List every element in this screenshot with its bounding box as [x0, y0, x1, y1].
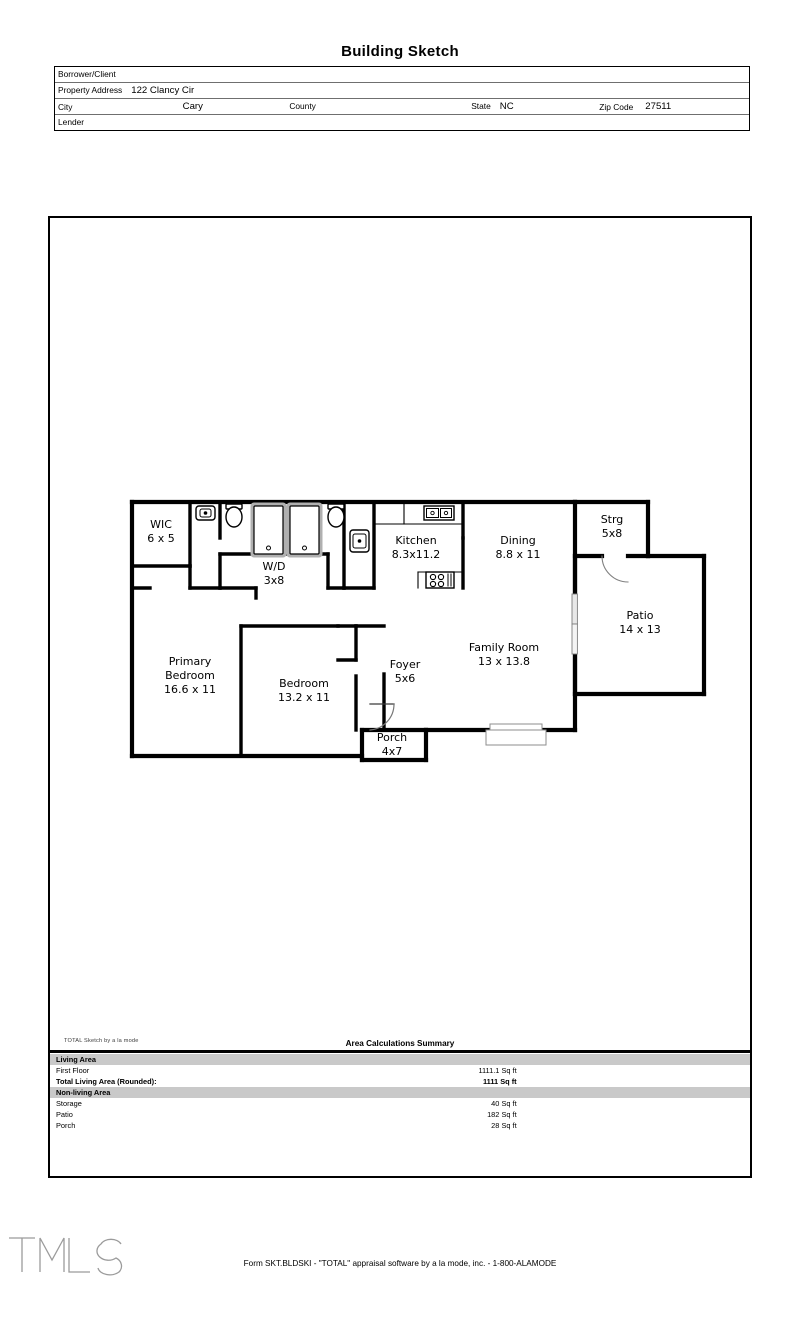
room-label-primary-bedroom-2: Bedroom [165, 669, 215, 682]
area-row-value: 40 Sq ft [491, 1099, 517, 1108]
area-row-name: Storage [56, 1099, 82, 1108]
area-row-total-living: Total Living Area (Rounded): 1111 Sq ft [50, 1076, 750, 1087]
room-dims-strg: 5x8 [602, 527, 623, 540]
room-dims-wd: 3x8 [264, 574, 285, 587]
city-county-state-zip-row: City Cary County State NC Zip Code 27511 [55, 98, 749, 115]
area-row-name: Porch [56, 1121, 76, 1130]
room-dims-wic: 6 x 5 [147, 532, 175, 545]
borrower-row: Borrower/Client [55, 67, 749, 83]
area-row-storage: Storage 40 Sq ft [50, 1098, 750, 1109]
room-label-primary-bedroom-1: Primary [169, 655, 212, 668]
room-label-foyer: Foyer [390, 658, 421, 671]
room-label-wd: W/D [262, 560, 285, 573]
state-label: State [471, 101, 491, 111]
county-cell: County [286, 98, 402, 115]
room-dims-kitchen: 8.3x11.2 [392, 548, 441, 561]
room-label-wic: WIC [150, 518, 172, 531]
lender-row: Lender [55, 115, 749, 131]
area-row-spacer [517, 1120, 750, 1131]
room-label-kitchen: Kitchen [395, 534, 436, 547]
page-title: Building Sketch [341, 43, 459, 60]
lender-cell: Lender [55, 115, 749, 131]
lender-value[interactable] [84, 117, 93, 128]
area-row-spacer [517, 1098, 750, 1109]
area-section-label-nonliving: Non-living Area [50, 1087, 750, 1098]
room-dims-primary-bedroom: 16.6 x 11 [164, 683, 216, 696]
county-value[interactable] [316, 101, 325, 112]
area-calculations-title: Area Calculations Summary [345, 1039, 455, 1048]
county-label: County [289, 101, 316, 111]
zip-value-cell: 27511 [633, 98, 749, 115]
city-value[interactable]: Cary [182, 101, 203, 112]
area-row-value: 28 Sq ft [491, 1121, 517, 1130]
area-row-first-floor: First Floor 1111.1 Sq ft [50, 1065, 750, 1076]
room-dims-dining: 8.8 x 11 [496, 548, 541, 561]
room-dims-bedroom: 13.2 x 11 [278, 691, 330, 704]
room-dims-porch: 4x7 [382, 745, 403, 758]
area-row-spacer [517, 1109, 750, 1120]
area-row-porch: Porch 28 Sq ft [50, 1120, 750, 1131]
lender-label: Lender [58, 117, 85, 127]
property-identification-table: Borrower/Client Property Address 122 Clan… [54, 66, 750, 131]
area-row-value: 182 Sq ft [487, 1110, 517, 1119]
room-label-dining: Dining [500, 534, 536, 547]
sketch-frame [48, 216, 752, 1178]
area-row-value: 1111 Sq ft [482, 1077, 517, 1086]
room-label-porch: Porch [377, 731, 407, 744]
area-row-spacer [517, 1065, 750, 1076]
room-label-family-room: Family Room [469, 641, 539, 654]
area-section-label-living: Living Area [50, 1054, 750, 1065]
state-value[interactable]: NC [499, 101, 514, 112]
zip-label-cell: Zip Code [517, 98, 634, 115]
city-label: City [58, 101, 73, 112]
area-row-patio: Patio 182 Sq ft [50, 1109, 750, 1120]
zip-value[interactable]: 27511 [645, 101, 672, 112]
state-cell: State NC [401, 98, 518, 115]
room-dims-family-room: 13 x 13.8 [478, 655, 530, 668]
city-label-cell: City [55, 98, 171, 115]
area-row-name: Patio [56, 1110, 73, 1119]
zip-label: Zip Code [599, 101, 634, 112]
room-dims-foyer: 5x6 [395, 672, 416, 685]
room-label-strg: Strg [601, 513, 624, 526]
area-top-rule [50, 1050, 750, 1053]
borrower-label: Borrower/Client [58, 69, 116, 79]
city-value-cell: Cary [170, 98, 287, 115]
borrower-value[interactable] [116, 69, 125, 80]
room-dims-patio: 14 x 13 [619, 623, 661, 636]
room-label-patio: Patio [627, 609, 654, 622]
property-address-row: Property Address 122 Clancy Cir [55, 82, 749, 99]
borrower-cell: Borrower/Client [55, 67, 749, 83]
total-sketch-credit: TOTAL Sketch by a la mode [64, 1038, 139, 1044]
area-section-heading-living: Living Area [50, 1054, 750, 1065]
area-calculations-table: Living Area First Floor 1111.1 Sq ft Tot… [50, 1054, 750, 1131]
area-row-spacer [517, 1076, 750, 1087]
area-section-heading-nonliving: Non-living Area [50, 1087, 750, 1098]
property-address-label: Property Address [58, 85, 123, 95]
form-footer-note: Form SKT.BLDSKI - "TOTAL" appraisal soft… [243, 1259, 557, 1268]
area-row-name: Total Living Area (Rounded): [56, 1077, 157, 1086]
floor-plan-drawing: WIC 6 x 5 W/D 3x8 Kitchen 8.3x11.2 Dinin… [128, 498, 708, 766]
area-row-name: First Floor [56, 1066, 90, 1075]
room-label-bedroom: Bedroom [279, 677, 329, 690]
area-row-value: 1111.1 Sq ft [478, 1066, 517, 1075]
property-address-cell: Property Address 122 Clancy Cir [55, 82, 749, 99]
tmls-watermark-logo [6, 1232, 126, 1278]
property-address-value[interactable]: 122 Clancy Cir [131, 85, 195, 96]
